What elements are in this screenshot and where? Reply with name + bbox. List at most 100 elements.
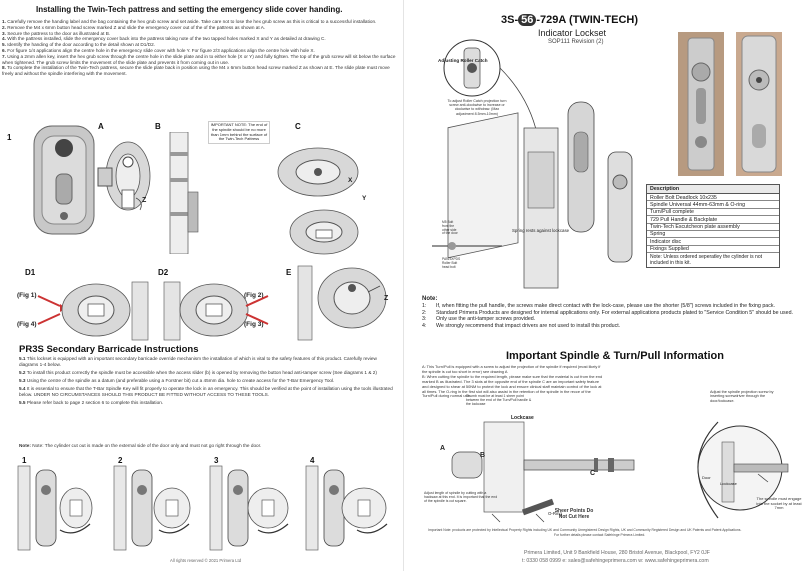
- left-copyright: All rights reserved © 2021 Primera Ltd: [170, 558, 242, 563]
- figure-b-label: B: [155, 122, 161, 131]
- step-diagram: [305, 465, 388, 551]
- step-item: 7. Using a 2mm allen key, insert the hex…: [2, 54, 400, 66]
- step-diagram-number: 4: [310, 456, 315, 465]
- step-text: Carefully remove the handing label and t…: [7, 19, 377, 24]
- company-address: Primera Limited, Unit 9 Bankfield House,…: [524, 550, 710, 556]
- description-row: Spindle Universal 44mm-63mm & O-ring: [647, 201, 779, 209]
- right-page: 3S-56-729A (TWIN-TECH) Indicator Lockset…: [404, 0, 808, 571]
- step-item: 6. For figure 1/4 applications align the…: [2, 48, 400, 54]
- step-item: 8. To complete the installation of the T…: [2, 65, 400, 77]
- figure-e-label: E: [286, 268, 292, 277]
- figure-d1-diagram: [37, 281, 149, 341]
- step-text: Using a 2mm allen key, insert the hex gr…: [2, 53, 396, 65]
- step-text: Identify the handing of the door accordi…: [7, 42, 155, 48]
- step-diagram-number: 1: [22, 456, 27, 465]
- figure-1-label: 1: [7, 133, 12, 142]
- note-number: 3:: [422, 316, 427, 323]
- pr3s-number: 5.1: [19, 356, 26, 361]
- ip-note: Important Note: products are protected b…: [428, 528, 742, 532]
- spindle-diagram: [451, 421, 789, 523]
- further-details: For further details please contact Safeh…: [554, 533, 646, 537]
- step-number: 3.: [2, 30, 6, 36]
- figure-d2-diagram: [163, 281, 269, 341]
- svg-text:Z: Z: [142, 197, 147, 204]
- pr3s-text: This lockset is equipped with an importa…: [19, 356, 377, 367]
- model-title: 3S-56-729A (TWIN-TECH): [501, 14, 638, 26]
- pr3s-text: Please refer back to page 2 section 6 to…: [26, 399, 164, 405]
- note-number: 4:: [422, 322, 427, 329]
- note-text: Only use the anti-tamper screws provided…: [436, 316, 536, 323]
- step-text: With the pattress installed, slide the e…: [7, 36, 326, 42]
- step-number: 6.: [2, 47, 6, 53]
- notes-label: Note:: [422, 296, 438, 302]
- model-prefix: 3S-: [501, 14, 519, 26]
- cylinder-note-text: Note: The cylinder cut out is made on th…: [32, 443, 262, 448]
- step-diagram-number: 2: [118, 456, 123, 465]
- pr3s-title: PR3S Secondary Barricade Instructions: [19, 344, 199, 355]
- pr3s-item: 5.4 It is essential to ensure that the T…: [19, 386, 394, 398]
- page-divider: [403, 0, 404, 571]
- pan-head-label: PAN/3XPDS Roller Bolt head bolt: [442, 257, 461, 269]
- pr3s-number: 5.4: [19, 385, 26, 391]
- note-item: 4: We strongly recommend that impact driv…: [422, 323, 802, 330]
- spindle-engage-note: The spindle must engage into the socket …: [756, 496, 802, 511]
- spindle-paragraph: B: When cutting the spindle to the requi…: [422, 374, 603, 399]
- model-badge: 56: [518, 14, 537, 26]
- description-row: 729 Pull Handle & Backplate: [647, 216, 779, 224]
- figure-a-diagram: Z: [97, 141, 151, 211]
- description-row: Roller Bolt Deadlock 10x235: [647, 194, 779, 202]
- pr3s-number: 5.2: [19, 369, 26, 375]
- note-item: 1:If, when fitting the pull handle, the …: [422, 303, 802, 310]
- sheer-points-label: Sheer Points Do Not Cut Here: [554, 508, 594, 520]
- figure-c-diagram: X Y: [277, 147, 367, 255]
- spindle-a-label: A: [440, 445, 446, 452]
- pr3s-text: To install this product correctly the sp…: [26, 369, 377, 375]
- step-item: 2. Remove the M4 x 6mm button head screw…: [2, 25, 400, 31]
- lockcase-label: Lockcase: [511, 415, 534, 421]
- step-item: 1. Carefully remove the handing label an…: [2, 19, 400, 25]
- step-text: Secure the pattress to the door as illus…: [7, 30, 111, 36]
- pr3s-item: 5.3 Using the centre of the spindle as a…: [19, 378, 394, 384]
- figure-1-pattress-photo: [33, 125, 95, 235]
- adjust-length-note: Adjust length of spindle by cutting with…: [424, 491, 498, 503]
- thumb-note: Thumb must be at least 1 sheer point bet…: [466, 394, 532, 406]
- svg-text:Y: Y: [362, 195, 367, 202]
- cylinder-note: Note: Note: The cylinder cut out is made…: [19, 443, 262, 448]
- step-diagram-number: 3: [214, 456, 219, 465]
- step-diagram: [113, 465, 191, 551]
- important-note-box: IMPORTANT NOTE: The end of the spindle s…: [208, 121, 270, 145]
- description-header: Description: [647, 185, 779, 194]
- exploded-lock-diagram: [432, 39, 633, 289]
- figure-d2-label: D2: [158, 268, 169, 277]
- spindle-c-label: C: [590, 470, 596, 477]
- pr3s-instructions: 5.1 This lockset is equipped with an imp…: [19, 356, 394, 408]
- product-subtitle: Indicator Lockset: [538, 28, 607, 38]
- product-photo-escutcheon: [736, 32, 782, 176]
- fig1-callout: (Fig 1): [17, 292, 37, 299]
- step-item: 4. With the pattress installed, slide th…: [2, 36, 400, 42]
- note-item: 2: Standard Primera Products are designed…: [422, 310, 802, 317]
- note-number: 2:: [422, 309, 427, 316]
- step-diagram: [209, 465, 289, 551]
- spindle-paragraph: A: This Turn/Pull is equipped with a scr…: [422, 364, 601, 374]
- product-photo-pull-handle: [678, 32, 724, 176]
- svg-text:Z: Z: [384, 295, 389, 302]
- company-contact: t: 0330 058 0999 e: sales@safehingeprime…: [522, 558, 709, 564]
- note-item: 3: Only use the anti-tamper screws provid…: [422, 316, 802, 323]
- step-item: 5. Identify the handing of the door acco…: [2, 42, 400, 48]
- fig3-callout: (Fig 3): [244, 321, 264, 328]
- description-row: Fixings Supplied: [647, 246, 779, 254]
- note-text: Standard Primera Products are designed f…: [436, 309, 793, 316]
- step-item: 3. Secure the pattress to the door as il…: [2, 31, 400, 37]
- spring-rests-label: Spring rests against lockcase: [512, 228, 570, 233]
- lockcase-label-2: Lockcase: [720, 481, 737, 486]
- pattress-title: Installing the Twin-Tech pattress and se…: [36, 5, 343, 14]
- note-text: We strongly recommend that impact driver…: [436, 322, 621, 329]
- model-suffix: -729A (TWIN-TECH): [536, 14, 639, 26]
- pr3s-text: It is essential to ensure that the T-Bar…: [19, 385, 393, 397]
- door-label: Door: [702, 475, 711, 480]
- spindle-text: A: This Turn/Pull is equipped with a scr…: [422, 364, 606, 400]
- description-row: Twin-Tech Escutcheon plate assembly: [647, 224, 779, 231]
- note-number: 1:: [422, 303, 427, 309]
